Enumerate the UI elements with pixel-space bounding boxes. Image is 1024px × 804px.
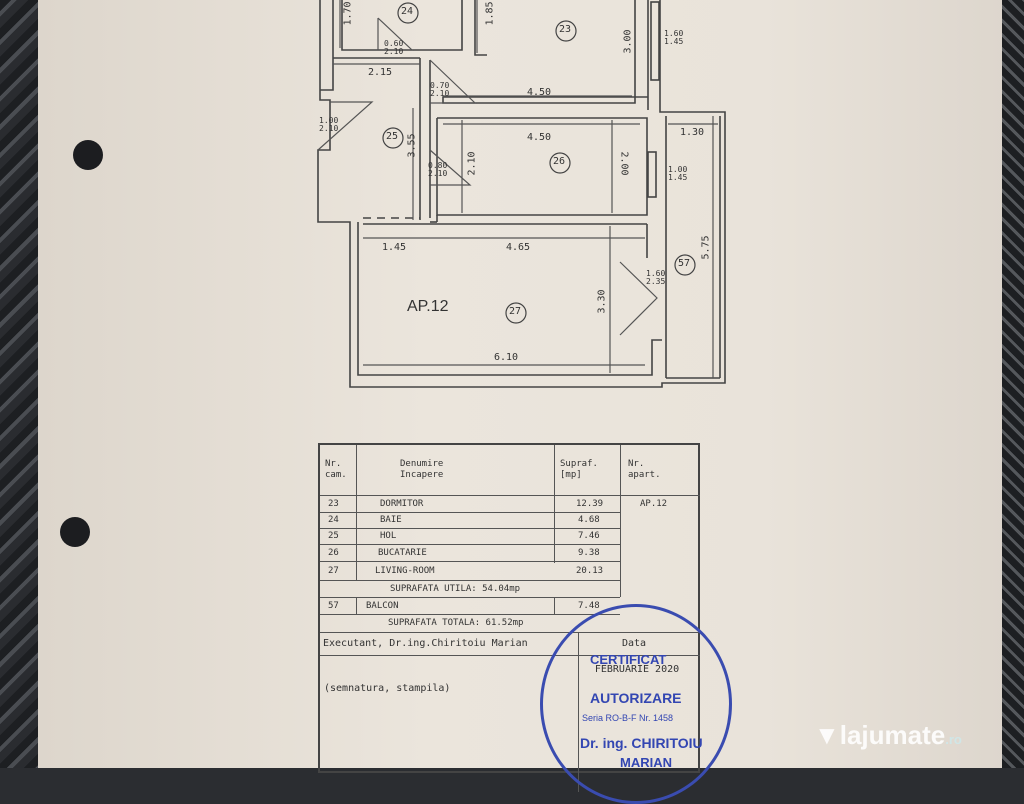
room-number: 24: [401, 6, 414, 17]
wall-room-26: [436, 117, 648, 216]
row-area: 20.13: [576, 566, 604, 576]
opening-width: 0.70: [430, 81, 450, 90]
stamp-text: Seria RO-B-F Nr. 1458: [582, 713, 674, 723]
opening-width: 1.00: [319, 116, 339, 125]
balcony-area: 7.48: [578, 601, 600, 611]
opening-height: 2.10: [428, 169, 448, 178]
opening-width: 0.60: [384, 39, 404, 48]
floor-plan: [317, 0, 726, 388]
stamp-text: MARIAN: [620, 755, 672, 770]
room-marker-23: [555, 20, 577, 42]
total-area: SUPRAFATA TOTALA: 61.52mp: [388, 618, 524, 628]
room-number: 57: [678, 258, 691, 269]
dimension: 2.00: [618, 151, 630, 176]
dimension: 1.45: [382, 242, 407, 253]
dimension: 1.70: [342, 1, 354, 26]
useful-area: SUPRAFATA UTILA: 54.04mp: [390, 584, 521, 594]
room-marker-24: [397, 2, 419, 24]
punch-hole: [60, 517, 90, 547]
watermark-tld: .ro: [945, 732, 962, 747]
room-marker-57: [674, 254, 696, 276]
row-name: HOL: [380, 531, 397, 541]
dimension: 4.50: [527, 87, 552, 98]
dimension: 5.75: [700, 235, 712, 260]
apartment-label: AP.12: [407, 298, 449, 315]
dimension: 4.65: [506, 242, 531, 253]
opening-width: 0.80: [428, 161, 448, 170]
row-name: LIVING-ROOM: [375, 566, 435, 576]
opening-height: 2.10: [384, 47, 404, 56]
header-nr: Nr. cam.: [325, 459, 347, 480]
opening-width: 1.00: [668, 165, 688, 174]
row-area: 9.38: [578, 548, 600, 558]
row-name: BUCATARIE: [378, 548, 427, 558]
dimension: 3.30: [596, 289, 608, 314]
background-left: [0, 0, 42, 768]
watermark-brand: lajumate: [839, 720, 946, 750]
stamp-text: AUTORIZARE: [590, 690, 682, 706]
document-page: [38, 0, 1006, 768]
row-name: DORMITOR: [380, 499, 424, 509]
row-name: BAIE: [380, 515, 402, 525]
dimension: 4.50: [527, 132, 552, 143]
room-marker-26: [549, 152, 571, 174]
row-area: 12.39: [576, 499, 604, 509]
dimension: 2.10: [466, 151, 478, 176]
row-area: 4.68: [578, 515, 600, 525]
row-area: 7.46: [578, 531, 600, 541]
row-nr: 24: [328, 515, 339, 525]
opening-width: 1.60: [646, 269, 666, 278]
opening-height: 1.45: [664, 37, 684, 46]
dimension: 3.55: [406, 133, 418, 158]
dimension: 3.00: [622, 29, 634, 54]
header-apartment: Nr. apart.: [628, 459, 661, 480]
balcony-nr: 57: [328, 601, 339, 611]
room-number: 25: [386, 131, 399, 142]
watermark-logo: ▼lajumate.ro: [814, 720, 962, 750]
header-area: Supraf. [mp]: [560, 459, 598, 480]
wall-room-23: [474, 0, 487, 56]
opening-height: 1.45: [668, 173, 688, 182]
stamp-text: Dr. ing. CHIRITOIU: [580, 735, 703, 751]
punch-hole: [73, 140, 103, 170]
balcony-name: BALCON: [366, 601, 399, 611]
background-right: [1002, 0, 1024, 768]
apartment-number: AP.12: [640, 499, 668, 509]
opening-height: 2.10: [319, 124, 339, 133]
opening-height: 2.35: [646, 277, 666, 286]
room-marker-25: [382, 127, 404, 149]
dimension: 6.10: [494, 352, 519, 363]
room-marker-27: [505, 302, 527, 324]
room-number: 23: [559, 24, 572, 35]
executant: Executant, Dr.ing.Chiritoiu Marian: [323, 638, 528, 649]
dimension: 1.85: [484, 1, 496, 26]
dimension: 1.30: [680, 127, 705, 138]
row-nr: 27: [328, 566, 339, 576]
row-nr: 26: [328, 548, 339, 558]
room-number: 26: [553, 156, 566, 167]
header-name: Denumire Incapere: [400, 459, 444, 480]
outer-wall: [317, 0, 726, 388]
row-nr: 23: [328, 499, 339, 509]
opening-height: 2.10: [430, 89, 450, 98]
room-number: 27: [509, 306, 522, 317]
dimension: 2.15: [368, 67, 393, 78]
row-nr: 25: [328, 531, 339, 541]
opening-width: 1.60: [664, 29, 684, 38]
stamp-text: CERTIFICAT: [590, 652, 667, 667]
signature-label: (semnatura, stampila): [324, 683, 451, 694]
